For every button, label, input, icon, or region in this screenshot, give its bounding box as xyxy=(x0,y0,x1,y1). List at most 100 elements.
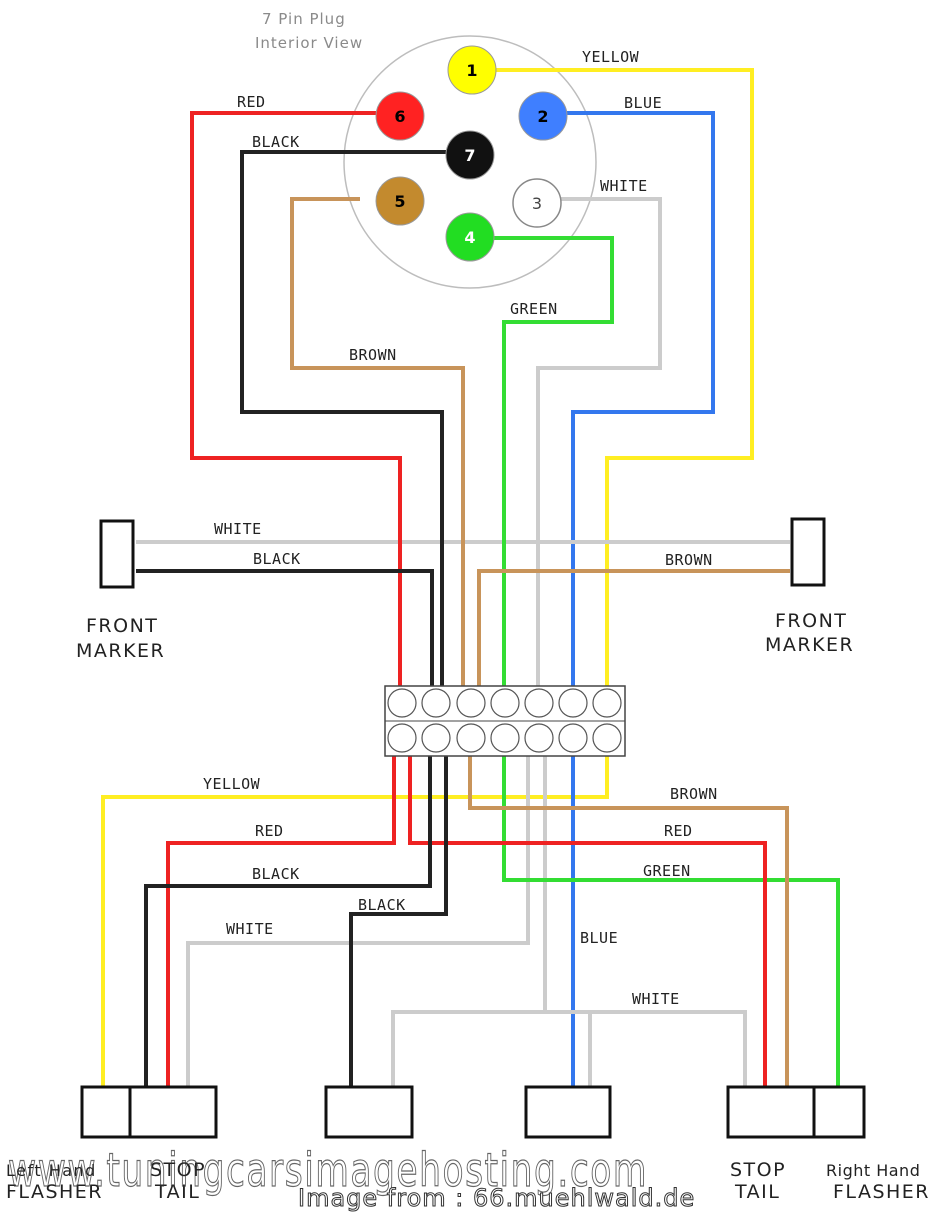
wire-yellow-low xyxy=(101,730,609,1087)
left-stop-tail-box xyxy=(128,1085,218,1139)
wire-red-low-a xyxy=(166,752,396,1087)
right-stop-tail-box xyxy=(726,1085,816,1139)
wire-red-low-b xyxy=(408,752,767,1087)
junction-block xyxy=(384,685,626,757)
pin-6-label: 6 xyxy=(394,107,405,126)
pin-3-dot xyxy=(512,178,562,228)
center-box xyxy=(524,1085,612,1139)
pin-4-label: 4 xyxy=(464,228,475,247)
wire-blue-main xyxy=(562,111,715,718)
label-red-top: RED xyxy=(237,93,266,111)
junction-terminal-r1-6 xyxy=(558,688,588,718)
label-green-top: GREEN xyxy=(510,300,558,318)
left-flasher-caption-1: Left Hand xyxy=(6,1161,97,1180)
image-credit: Image from : 66.muehlwald.de xyxy=(298,1184,695,1212)
junction-terminal-r2-5 xyxy=(524,723,554,753)
pin-6-dot xyxy=(375,91,425,141)
wire-black-low-a xyxy=(144,752,432,1087)
right-marker-caption-2: MARKER xyxy=(765,634,854,656)
junction-terminal-r1-3 xyxy=(456,688,486,718)
wire-black-main xyxy=(240,150,448,718)
label-blue-top: BLUE xyxy=(624,94,662,112)
plug-outline xyxy=(343,35,597,289)
pin-7-dot xyxy=(445,130,495,180)
wire-green-low xyxy=(502,730,840,1087)
wire-white-plug xyxy=(536,197,662,718)
left-marker-caption-1: FRONT xyxy=(86,615,158,637)
wire-green-main xyxy=(490,236,614,718)
left-flasher-box xyxy=(80,1085,132,1139)
right-flasher-caption-1: Right Hand xyxy=(826,1161,920,1180)
pin-1-dot xyxy=(447,45,497,95)
right-marker-caption-1: FRONT xyxy=(775,610,847,632)
pin-2-label: 2 xyxy=(537,107,548,126)
pin-3-label: 3 xyxy=(532,194,542,213)
label-red-right: RED xyxy=(664,822,693,840)
pin-6: 6 xyxy=(375,91,425,141)
pin-2: 2 xyxy=(518,91,568,141)
left-plate-box xyxy=(324,1085,414,1139)
plug-title: 7 Pin Plug xyxy=(262,10,346,28)
label-yellow-top: YELLOW xyxy=(582,48,640,66)
junction-terminal-r2-2 xyxy=(421,723,451,753)
label-black-low-2: BLACK xyxy=(358,896,406,914)
junction-terminal-r1-7 xyxy=(592,688,622,718)
watermark-url: www.tuningcarsimagehosting.com xyxy=(8,1143,648,1197)
left-stop-caption: STOP xyxy=(150,1159,206,1181)
junction-terminal-r1-4 xyxy=(490,688,520,718)
pin-4: 4 xyxy=(445,212,495,262)
label-white-low: WHITE xyxy=(226,920,274,938)
junction-terminal-r2-1 xyxy=(387,723,417,753)
junction-terminal-r2-3 xyxy=(456,723,486,753)
label-black-marker: BLACK xyxy=(253,550,301,568)
right-front-marker-light xyxy=(790,517,826,587)
pin-5-dot xyxy=(375,176,425,226)
wire-white-group xyxy=(136,197,790,1087)
pin-7: 7 xyxy=(445,130,495,180)
junction-terminal-r1-1 xyxy=(387,688,417,718)
right-stop-caption: STOP xyxy=(730,1159,786,1181)
pin-2-dot xyxy=(518,91,568,141)
wire-yellow-main xyxy=(492,68,754,718)
label-white-marker: WHITE xyxy=(214,520,262,538)
wire-brown-marker xyxy=(477,569,790,718)
label-brown-mid: BROWN xyxy=(349,346,397,364)
left-front-marker-light xyxy=(99,519,135,589)
junction-terminal-r1-2 xyxy=(421,688,451,718)
junction-terminal-r2-4 xyxy=(490,723,520,753)
wire-white-low-b xyxy=(391,730,547,1087)
wire-black-marker xyxy=(136,569,434,718)
pin-1: 1 xyxy=(447,45,497,95)
junction-terminal-r2-6 xyxy=(558,723,588,753)
label-brown-marker: BROWN xyxy=(665,551,713,569)
label-black-top: BLACK xyxy=(252,133,300,151)
label-brown-low: BROWN xyxy=(670,785,718,803)
right-tail-caption: TAIL xyxy=(734,1181,780,1203)
wire-white-bus xyxy=(545,1010,747,1087)
left-flasher-caption-2: FLASHER xyxy=(6,1181,103,1203)
label-blue-low: BLUE xyxy=(580,929,618,947)
junction-terminal-r1-5 xyxy=(524,688,554,718)
plug-subtitle: Interior View xyxy=(255,34,363,52)
label-yellow-low: YELLOW xyxy=(203,775,261,793)
wire-brown-main xyxy=(290,197,465,718)
right-flasher-box xyxy=(812,1085,866,1139)
junction-terminal-r2-7 xyxy=(592,723,622,753)
pin-5: 5 xyxy=(375,176,425,226)
label-white-top: WHITE xyxy=(600,177,648,195)
pin-3: 3 xyxy=(512,178,562,228)
pin-5-label: 5 xyxy=(394,192,405,211)
wire-black-low-b xyxy=(349,752,448,1087)
right-flasher-caption-2: FLASHER xyxy=(833,1181,930,1203)
pin-1-label: 1 xyxy=(466,61,477,80)
wire-white-low-a xyxy=(186,730,530,1087)
label-green-right: GREEN xyxy=(643,862,691,880)
label-white-bus: WHITE xyxy=(632,990,680,1008)
wire-brown-low xyxy=(468,752,789,1087)
label-black-low-1: BLACK xyxy=(252,865,300,883)
left-marker-caption-2: MARKER xyxy=(76,640,165,662)
label-red-low: RED xyxy=(255,822,284,840)
pin-7-label: 7 xyxy=(464,146,475,165)
left-tail-caption: TAIL xyxy=(154,1181,200,1203)
